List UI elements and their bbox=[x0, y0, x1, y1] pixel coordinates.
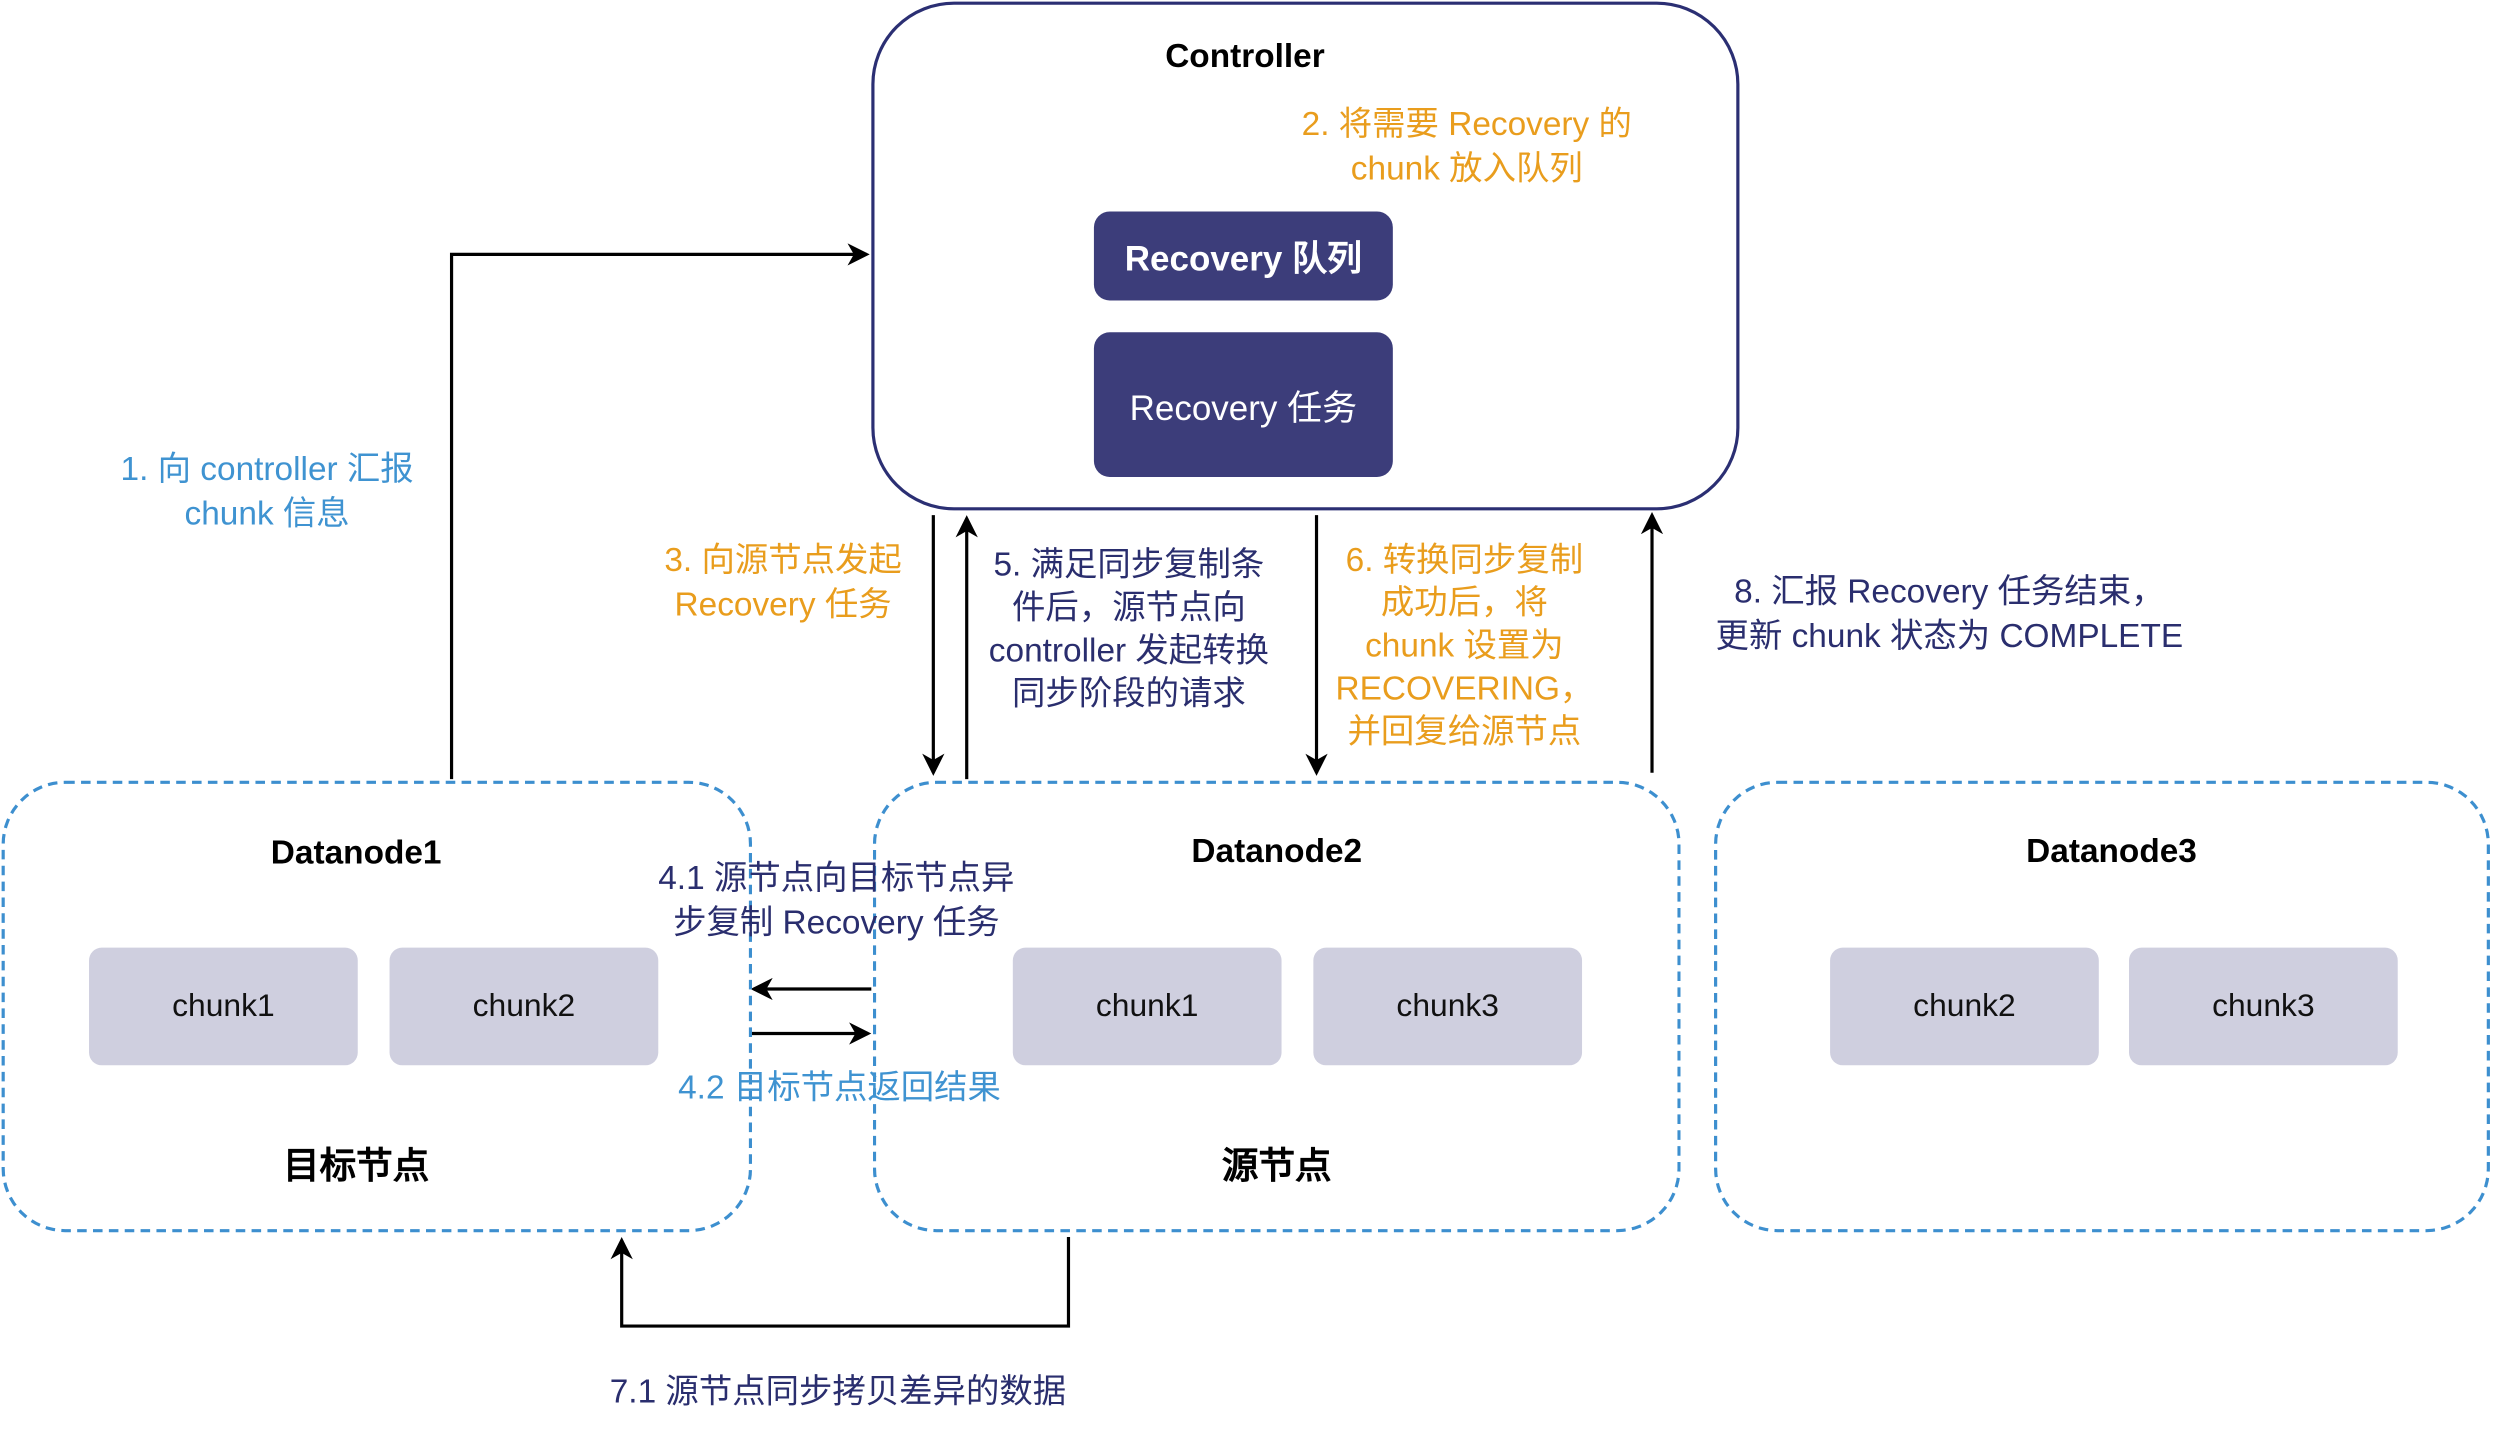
arrow-step1 bbox=[449, 243, 870, 780]
recovery-task-box: Recovery 任务 bbox=[1093, 332, 1393, 477]
step1-label: 1. 向 controller 汇报 chunk 信息 bbox=[120, 451, 414, 533]
datanode1-chunk: chunk2 bbox=[389, 947, 659, 1066]
datanode1-chunk: chunk1 bbox=[89, 947, 358, 1066]
target-node-label: 目标节点 bbox=[283, 1144, 430, 1187]
step5-label: 5. 满足同步复制条 件后，源节点向 controller 发起转换 同步阶段的… bbox=[988, 546, 1269, 713]
datanode1-box bbox=[1, 780, 753, 1233]
step7-1-label: 7.1 源节点同步拷贝差异的数据 bbox=[609, 1373, 1067, 1411]
step8-label: 8. 汇报 Recovery 任务结束， 更新 chunk 状态为 COMPLE… bbox=[1715, 573, 2184, 656]
datanode3-chunk: chunk3 bbox=[2129, 947, 2398, 1066]
datanode3-title: Datanode3 bbox=[2026, 833, 2197, 870]
datanode2-title: Datanode2 bbox=[1191, 833, 1363, 870]
step4-2-label: 4.2 目标节点返回结果 bbox=[678, 1070, 1001, 1107]
recovery-queue-box: Recovery 队列 bbox=[1093, 211, 1393, 301]
source-node-label: 源节点 bbox=[1221, 1144, 1332, 1187]
arrow-step7-1 bbox=[610, 1237, 1071, 1328]
datanode1-title: Datanode1 bbox=[270, 834, 442, 872]
step2-label: 2. 将需要 Recovery 的 chunk 放入队列 bbox=[1301, 106, 1632, 188]
step3-label: 3. 向源节点发起 Recovery 任务 bbox=[664, 542, 902, 624]
datanode2-chunk: chunk1 bbox=[1012, 947, 1282, 1066]
datanode3-chunk: chunk2 bbox=[1830, 947, 2099, 1066]
step4-1-label: 4.1 源节点向目标节点异 步复制 Recovery 任务 bbox=[658, 860, 1015, 942]
step6-label: 6. 转换同步复制 成功后，将 chunk 设置为 RECOVERING， 并回… bbox=[1335, 542, 1594, 751]
datanode2-box bbox=[872, 780, 1681, 1233]
datanode3-box bbox=[1714, 780, 2490, 1233]
controller-title: Controller bbox=[1165, 38, 1325, 75]
datanode2-chunk: chunk3 bbox=[1313, 947, 1583, 1066]
